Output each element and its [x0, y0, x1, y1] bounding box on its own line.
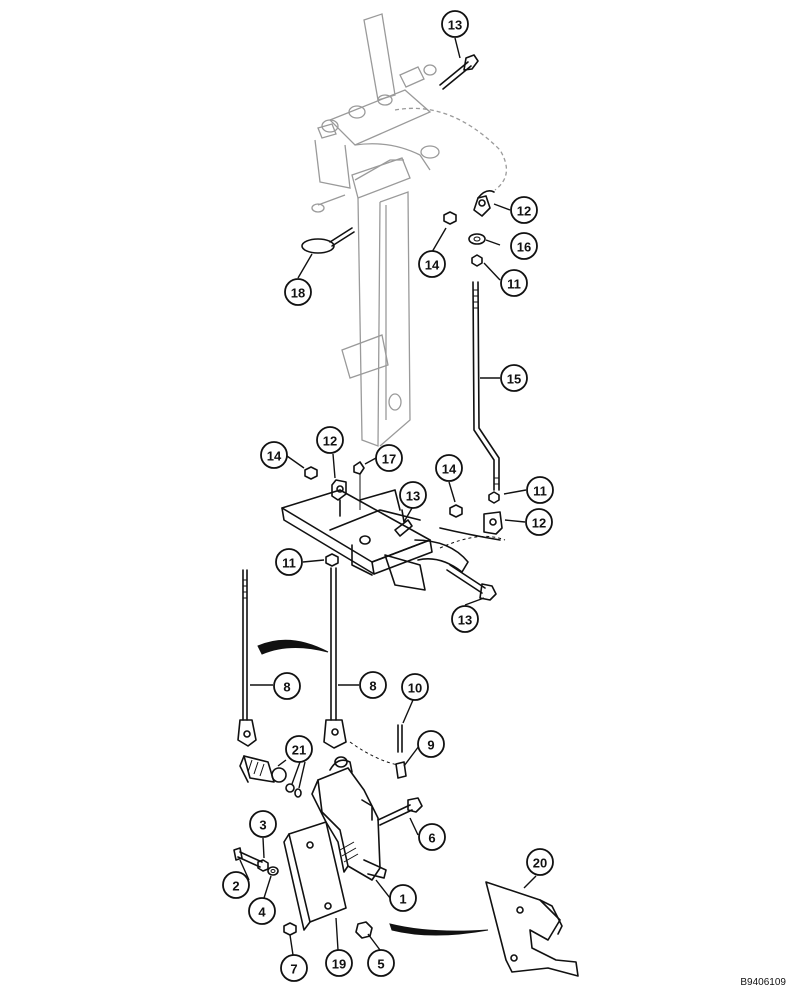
svg-text:7: 7 — [290, 962, 297, 977]
callout-14: 14 — [260, 441, 288, 469]
callout-11: 11 — [526, 476, 554, 504]
svg-text:11: 11 — [282, 556, 296, 571]
callout-3: 3 — [249, 810, 277, 838]
svg-text:19: 19 — [332, 957, 346, 972]
callout-2: 2 — [222, 871, 250, 899]
svg-text:6: 6 — [428, 831, 435, 846]
svg-text:13: 13 — [406, 489, 420, 504]
callout-19: 19 — [325, 949, 353, 977]
washer-4 — [267, 866, 279, 876]
nut-11-middle — [325, 553, 339, 567]
nut-11-upper — [471, 254, 483, 267]
callout-14: 14 — [418, 250, 446, 278]
svg-text:14: 14 — [267, 449, 282, 464]
callout-6: 6 — [418, 823, 446, 851]
clip-17 — [353, 461, 365, 510]
bolt-13-top — [439, 54, 479, 90]
lever-body-1 — [311, 756, 387, 881]
svg-text:10: 10 — [408, 681, 422, 696]
svg-text:1: 1 — [399, 892, 406, 907]
movement-arrow — [257, 639, 329, 655]
nut-14-right — [449, 504, 463, 518]
ball-joint-middle — [331, 479, 347, 517]
callout-5: 5 — [367, 949, 395, 977]
svg-text:4: 4 — [258, 905, 266, 920]
svg-text:12: 12 — [517, 204, 531, 219]
callout-10: 10 — [401, 673, 429, 701]
cotter-pin-10 — [349, 724, 403, 766]
svg-text:14: 14 — [425, 258, 440, 273]
washer-16 — [468, 233, 486, 245]
svg-text:17: 17 — [382, 452, 396, 467]
callout-15: 15 — [500, 364, 528, 392]
callout-11: 11 — [500, 269, 528, 297]
callout-9: 9 — [417, 730, 445, 758]
callout-13: 13 — [441, 10, 469, 38]
callout-12: 12 — [525, 508, 553, 536]
pin-9 — [395, 761, 407, 779]
callout-8: 8 — [359, 671, 387, 699]
bracket-19 — [283, 821, 347, 931]
svg-text:11: 11 — [507, 277, 521, 292]
nut-14-upper — [443, 211, 457, 225]
callout-4: 4 — [248, 897, 276, 925]
svg-text:12: 12 — [323, 434, 337, 449]
svg-text:2: 2 — [232, 879, 239, 894]
svg-text:20: 20 — [533, 856, 547, 871]
bracket-20 — [485, 881, 579, 977]
bolt-6 — [377, 797, 423, 826]
svg-text:15: 15 — [507, 372, 521, 387]
svg-text:8: 8 — [369, 679, 376, 694]
lynch-pin-18 — [301, 227, 355, 254]
svg-text:14: 14 — [442, 462, 457, 477]
bolt-2 — [233, 847, 263, 868]
nut-3 — [257, 859, 269, 872]
callout-20: 20 — [526, 848, 554, 876]
callout-21: 21 — [285, 735, 313, 763]
svg-text:13: 13 — [458, 613, 472, 628]
bolt-13-lower — [446, 564, 497, 601]
control-rod-8-right — [323, 567, 347, 749]
svg-text:8: 8 — [283, 680, 290, 695]
callout-7: 7 — [280, 954, 308, 982]
callout-17: 17 — [375, 444, 403, 472]
svg-text:12: 12 — [532, 516, 546, 531]
callout-13: 13 — [451, 605, 479, 633]
svg-text:16: 16 — [517, 240, 531, 255]
nut-14-middle — [304, 466, 318, 480]
svg-text:18: 18 — [291, 286, 305, 301]
svg-text:13: 13 — [448, 18, 462, 33]
callout-14: 14 — [435, 454, 463, 482]
control-rod-8-left — [237, 569, 257, 747]
middle-shaft-assembly — [281, 489, 506, 591]
callout-13: 13 — [399, 481, 427, 509]
nut-11-right — [488, 491, 500, 504]
bolt-13-middle — [394, 509, 413, 537]
callout-11: 11 — [275, 548, 303, 576]
svg-text:5: 5 — [377, 957, 384, 972]
fitting-21 — [239, 755, 302, 798]
ball-joint-upper — [473, 190, 495, 217]
leader-lines — [239, 37, 537, 956]
callout-8: 8 — [273, 672, 301, 700]
svg-text:3: 3 — [259, 818, 266, 833]
svg-text:9: 9 — [427, 738, 434, 753]
callout-12: 12 — [510, 196, 538, 224]
nut-7 — [283, 922, 297, 936]
svg-text:21: 21 — [292, 743, 306, 758]
rod-15 — [472, 281, 500, 491]
callout-1: 1 — [389, 884, 417, 912]
upper-frame-ghost — [311, 13, 507, 447]
callout-18: 18 — [284, 278, 312, 306]
callout-12: 12 — [316, 426, 344, 454]
svg-text:11: 11 — [533, 484, 547, 499]
figure-reference-code: B9406109 — [740, 977, 786, 988]
ball-joint-right — [483, 511, 503, 535]
reference-arrow — [389, 923, 489, 936]
callout-16: 16 — [510, 232, 538, 260]
